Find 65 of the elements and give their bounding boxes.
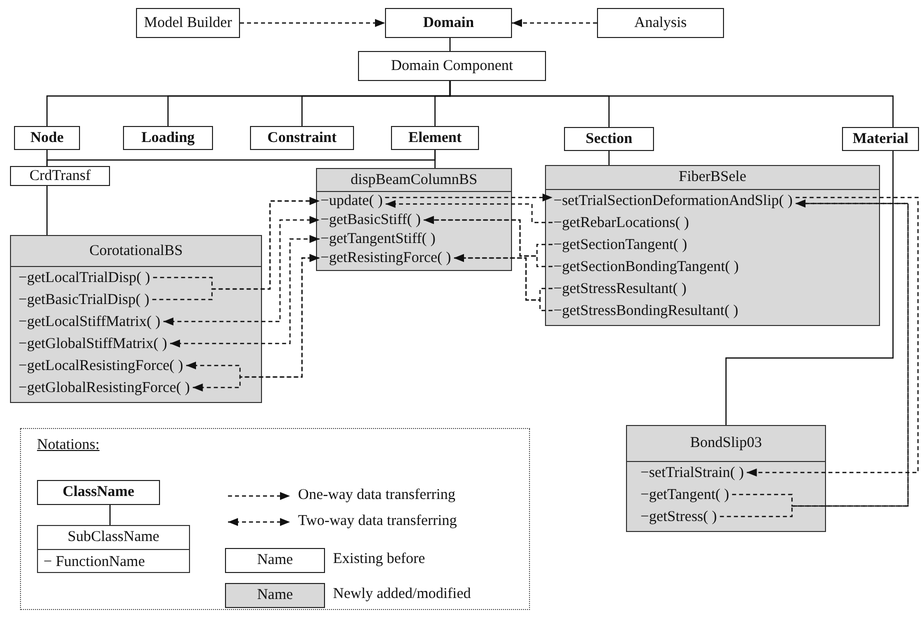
- legend-text: Newly added/modified: [333, 586, 471, 603]
- class-title: SubClassName: [38, 526, 189, 550]
- method-label: −getStressResultant( ): [552, 278, 690, 300]
- data-arrow: [386, 200, 552, 224]
- connector-line: [725, 151, 894, 425]
- legend-text: Existing before: [333, 551, 426, 568]
- class-box: Constraint: [250, 126, 354, 150]
- method-label: −getResistingForce( ): [320, 248, 454, 268]
- method-label: −getRebarLocations( ): [552, 212, 692, 234]
- data-arrow: [385, 194, 552, 202]
- class-title: dispBeamColumnBS: [317, 169, 511, 192]
- method-label: −getSectionTangent( ): [552, 234, 690, 256]
- method-label: −getBasicTrialDisp( ): [18, 288, 152, 310]
- class-box: Element: [391, 126, 479, 150]
- swatch-label: Name: [257, 587, 293, 604]
- method-label: −getLocalTrialDisp( ): [18, 266, 154, 288]
- method-label: −getStressBondingResultant( ): [552, 300, 742, 322]
- method-label: −getStress( ): [640, 506, 720, 528]
- swatch-label: Name: [257, 552, 293, 569]
- method-label: −getLocalStiffMatrix( ): [18, 310, 164, 332]
- class-box: [10, 235, 262, 403]
- method-label: −update( ): [320, 192, 386, 210]
- method-label: −getGlobalResistingForce( ): [18, 376, 193, 398]
- class-box: [626, 425, 826, 532]
- method-label: −setTrialStrain( ): [640, 462, 747, 484]
- class-box: Material: [842, 127, 919, 151]
- legend-text: One-way data transferring: [298, 487, 456, 504]
- class-box: Domain Component: [358, 51, 546, 81]
- data-arrow: [240, 19, 385, 27]
- method-label: −getTangent( ): [640, 484, 732, 506]
- connector-line: [449, 38, 451, 51]
- connector-line: [608, 151, 610, 165]
- class-box: Domain: [385, 8, 512, 38]
- class-box: Loading: [123, 126, 213, 150]
- data-arrow: [163, 216, 320, 326]
- class-title: BondSlip03: [627, 426, 825, 462]
- class-box: [316, 168, 512, 271]
- class-title: FiberBSele: [546, 166, 879, 190]
- data-arrow: [454, 254, 552, 312]
- class-box: Analysis: [597, 8, 724, 38]
- method-label: −getTangentStiff( ): [320, 230, 439, 248]
- notation-heading: Notations:: [37, 437, 100, 454]
- connector-line: [449, 81, 894, 127]
- data-arrow: [512, 19, 597, 27]
- method-label: −getBasicStiff( ): [320, 210, 424, 230]
- data-arrow: [424, 216, 552, 268]
- class-box: Node: [14, 126, 80, 150]
- class-title: CorotationalBS: [11, 236, 261, 267]
- connector-line: [46, 186, 48, 235]
- class-box: [545, 165, 880, 326]
- class-box: Section: [564, 127, 654, 151]
- data-arrow: [746, 196, 919, 476]
- class-box: CrdTransf: [10, 166, 110, 186]
- method-label: −setTrialSectionDeformationAndSlip( ): [552, 190, 796, 212]
- class-box: ClassName: [37, 480, 160, 505]
- legend-text: Two-way data transferring: [298, 513, 457, 530]
- method-label: − FunctionName: [42, 550, 148, 574]
- method-label: −getLocalResistingForce( ): [18, 354, 186, 376]
- data-arrow: [170, 235, 320, 348]
- class-box: [37, 525, 190, 573]
- class-box: Model Builder: [136, 8, 240, 38]
- method-label: −getGlobalStiffMatrix( ): [18, 332, 170, 354]
- connector-line: [109, 505, 111, 525]
- connector-line: [434, 150, 436, 168]
- method-label: −getSectionBondingTangent( ): [552, 256, 742, 278]
